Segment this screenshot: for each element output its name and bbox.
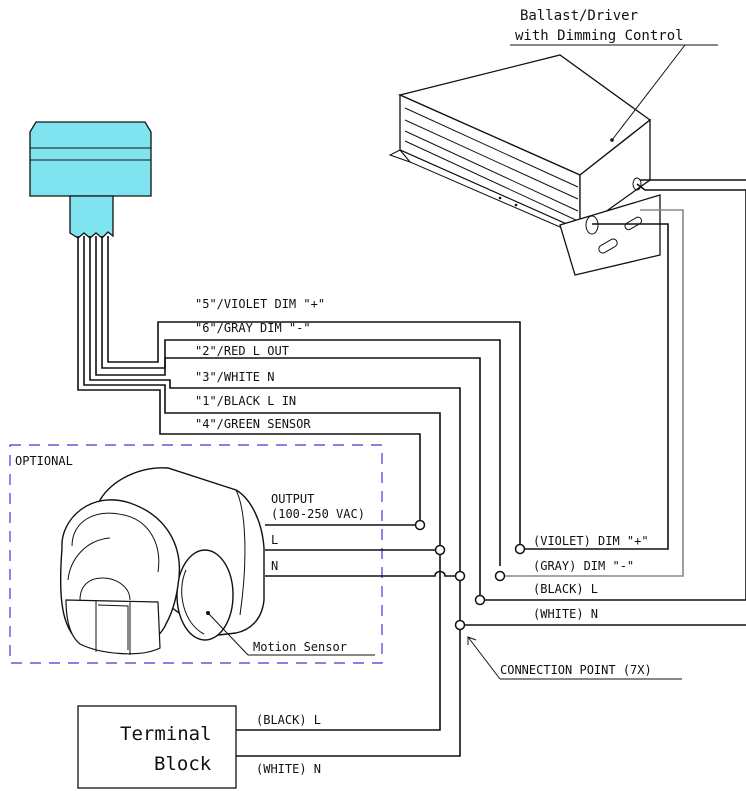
connection-point-callout: CONNECTION POINT (7X) [467, 636, 682, 680]
connection-point [414, 519, 426, 531]
connection-point [474, 594, 486, 606]
connection-point [454, 570, 466, 582]
connection-point [454, 619, 466, 631]
wire-label-black: "1"/BLACK L IN [195, 394, 296, 408]
sensor-n-label: N [271, 559, 278, 573]
terminal-white-label: (WHITE) N [256, 762, 321, 776]
connection-point [434, 544, 446, 556]
connection-points [414, 519, 526, 631]
wire-label-gray: "6"/GRAY DIM "-" [195, 321, 311, 335]
connection-point [514, 543, 526, 555]
wire-label-white: "3"/WHITE N [195, 370, 274, 384]
lead-violet-label: (VIOLET) DIM "+" [533, 534, 649, 548]
output-label: OUTPUT [271, 492, 314, 506]
ballast-title-line1: Ballast/Driver [520, 8, 638, 24]
fixture-connector [29, 121, 152, 239]
wire-labels: "5"/VIOLET DIM "+" "6"/GRAY DIM "-" "2"/… [195, 297, 325, 431]
optional-label: OPTIONAL [15, 454, 73, 468]
lead-gray-label: (GRAY) DIM "-" [533, 559, 634, 573]
motion-sensor-label: Motion Sensor [253, 640, 347, 654]
output-voltage-label: (100-250 VAC) [271, 507, 365, 521]
connection-point-label: CONNECTION POINT (7X) [500, 663, 652, 677]
terminal-line2: Block [154, 753, 212, 775]
terminal-block: Terminal Block (BLACK) L (WHITE) N [77, 705, 321, 789]
wire-label-red: "2"/RED L OUT [195, 344, 289, 358]
sensor-wires: OUTPUT (100-250 VAC) L N [265, 492, 460, 577]
fixture-wires [77, 236, 521, 757]
optional-section: OPTIONAL [9, 444, 383, 664]
sensor-l-label: L [271, 533, 278, 547]
lead-black-label: (BLACK) L [533, 582, 598, 596]
connection-point [494, 570, 506, 582]
motion-sensor: Motion Sensor [59, 467, 375, 656]
terminal-black-label: (BLACK) L [256, 713, 321, 727]
lead-white-label: (WHITE) N [533, 607, 598, 621]
terminal-line1: Terminal [120, 723, 212, 745]
ballast-leads: (VIOLET) DIM "+" (GRAY) DIM "-" (BLACK) … [460, 179, 746, 626]
ballast-driver: Ballast/Driver with Dimming Control [388, 8, 718, 276]
wire-label-green: "4"/GREEN SENSOR [195, 417, 311, 431]
ballast-title-line2: with Dimming Control [515, 28, 684, 44]
wire-label-violet: "5"/VIOLET DIM "+" [195, 297, 325, 311]
